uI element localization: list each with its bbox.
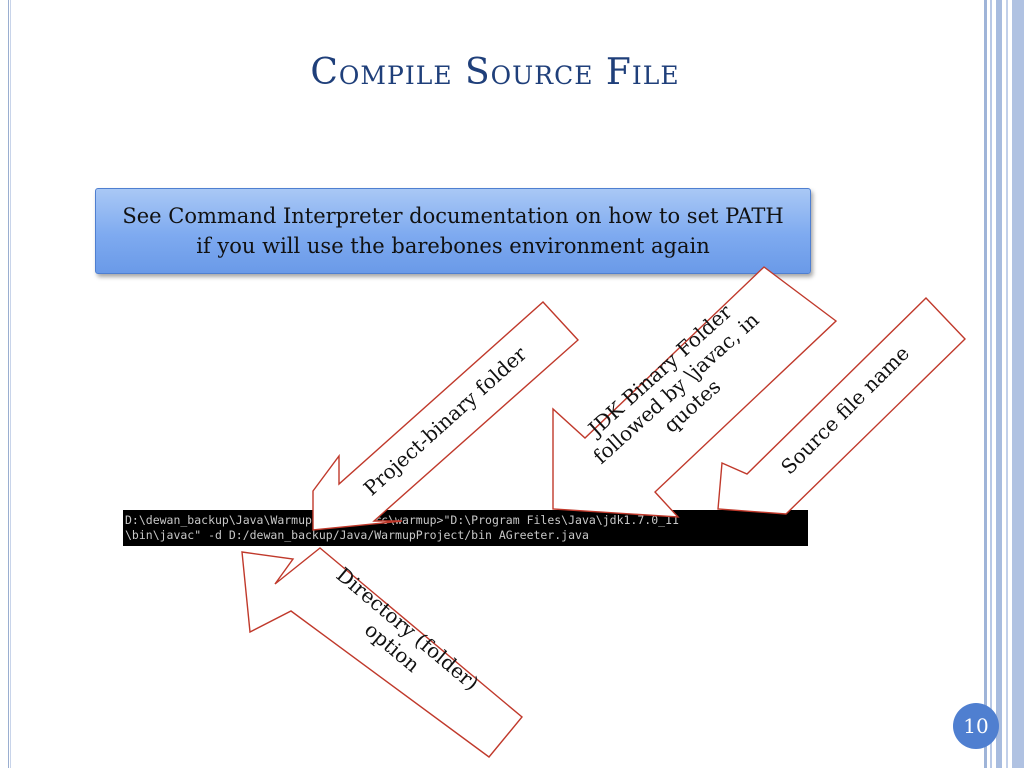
frame-line-left: [8, 0, 9, 768]
path-callout-box: See Command Interpreter documentation on…: [95, 188, 811, 274]
frame-line-left-inner: [10, 0, 11, 768]
source-file-name-arrow: [717, 297, 966, 515]
page-number-badge: 10: [953, 703, 999, 749]
page-number: 10: [963, 714, 989, 738]
jdk-binary-folder-arrow: [552, 266, 838, 518]
console-line-2: \bin\javac" -d D:/dewan_backup/Java/Warm…: [125, 528, 589, 542]
frame-bars-right: [984, 0, 1024, 768]
directory-option-arrow: [241, 547, 523, 758]
slide-title: Compile Source File: [310, 52, 680, 93]
callout-text: See Command Interpreter documentation on…: [122, 204, 784, 258]
project-binary-folder-arrow: [312, 301, 579, 531]
